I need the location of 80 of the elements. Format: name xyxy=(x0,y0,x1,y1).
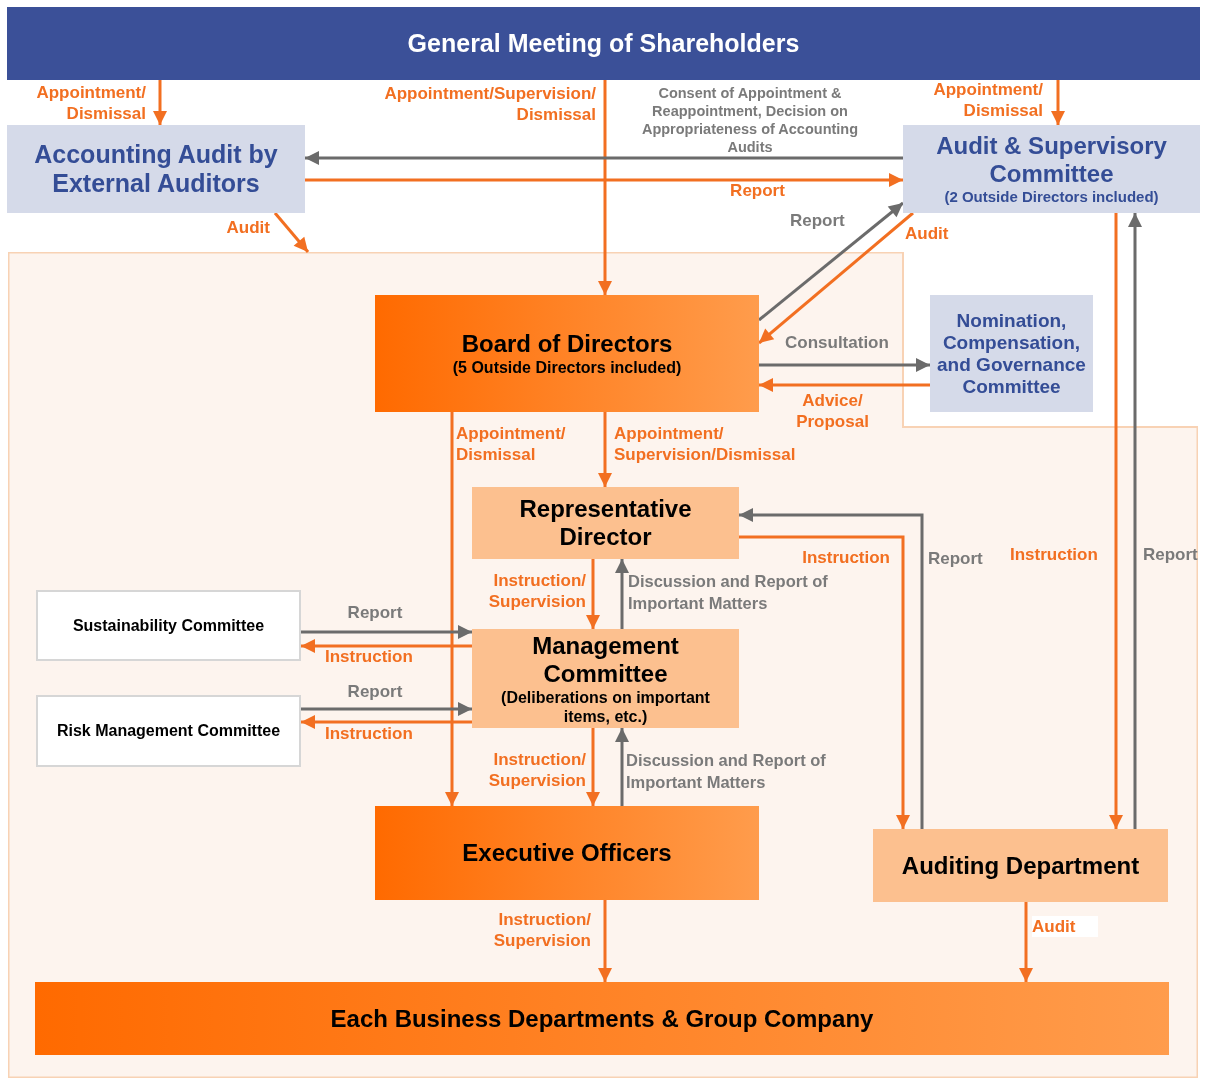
arrow xyxy=(305,151,903,165)
organization-box xyxy=(375,806,759,900)
arrow xyxy=(273,212,310,253)
box-subtitle: (2 Outside Directors included) xyxy=(943,188,1160,206)
edge-label: Appointment/ Dismissal xyxy=(932,79,1043,121)
box-title: Each Business Departments & Group Company xyxy=(329,1004,875,1033)
box-title: Accounting Audit by External Auditors xyxy=(33,140,279,198)
company-area xyxy=(8,252,1198,1078)
edge-label: Appointment/ Dismissal xyxy=(35,82,146,124)
box-title: Audit & Supervisory Committee xyxy=(935,132,1168,188)
edge-label: Instruction xyxy=(325,723,414,744)
organization-box xyxy=(35,982,1169,1055)
edge-label: Discussion and Report of Important Matters xyxy=(628,571,828,614)
edge-label: Instruction xyxy=(325,646,414,667)
arrow xyxy=(1051,80,1065,125)
arrow xyxy=(598,900,612,982)
edge-label: Instruction xyxy=(1010,544,1099,565)
box-subtitle: (5 Outside Directors included) xyxy=(451,358,683,377)
arrow xyxy=(1019,902,1033,982)
arrow xyxy=(759,378,930,392)
box-title: Executive Officers xyxy=(461,839,673,867)
box-title: Board of Directors xyxy=(460,330,674,358)
box-title: Representative Director xyxy=(518,495,693,551)
organization-box xyxy=(472,487,739,559)
arrow xyxy=(615,728,629,806)
edge-label: Appointment/ Supervision/Dismissal xyxy=(614,423,797,465)
organization-box xyxy=(472,629,739,728)
edge-label: Appointment/ Dismissal xyxy=(456,423,567,465)
committee-box xyxy=(903,125,1200,213)
box-subtitle: (Deliberations on important items, etc.) xyxy=(500,687,711,726)
edge-label: Report xyxy=(928,548,984,569)
committee-box xyxy=(36,590,301,661)
edge-label: Report xyxy=(790,210,846,231)
edge-label: Report xyxy=(346,681,404,702)
edge-label: Audit xyxy=(225,217,270,238)
arrow xyxy=(739,508,924,829)
edge-label: Instruction/ Supervision xyxy=(487,749,586,791)
arrow xyxy=(739,535,910,829)
edge-label: Discussion and Report of Important Matters xyxy=(626,750,826,793)
box-title: General Meeting of Shareholders xyxy=(406,29,801,58)
committee-box xyxy=(930,295,1093,412)
arrow xyxy=(759,358,930,372)
arrow xyxy=(1109,213,1123,829)
edge-label: Report xyxy=(346,602,404,623)
header-bar xyxy=(7,7,1200,80)
committee-box xyxy=(7,125,305,213)
arrow xyxy=(586,559,600,629)
box-title: Risk Management Committee xyxy=(55,722,282,740)
edge-label: Advice/ Proposal xyxy=(795,390,870,432)
organization-box xyxy=(873,829,1168,902)
arrow xyxy=(1128,213,1142,829)
arrow xyxy=(615,559,629,629)
edge-label: Instruction/ Supervision xyxy=(487,570,586,612)
edge-label: Report xyxy=(1143,544,1199,565)
arrow xyxy=(598,412,612,487)
box-title: Auditing Department xyxy=(900,851,1141,880)
box-title: Sustainability Committee xyxy=(71,616,266,635)
arrow xyxy=(586,728,600,806)
arrow xyxy=(758,201,904,322)
arrow xyxy=(445,412,459,806)
arrow xyxy=(301,702,472,716)
arrow xyxy=(301,639,472,653)
arrow xyxy=(598,80,612,295)
edge-label: Consultation xyxy=(785,332,890,353)
edge-label: Consent of Appointment & Reappointment, Decision on Appropriateness of Accounting Audits xyxy=(640,84,860,156)
edge-label: Report xyxy=(729,180,786,201)
edge-label: Audit xyxy=(905,223,950,244)
arrow xyxy=(758,211,914,345)
organization-box xyxy=(375,295,759,412)
committee-box xyxy=(36,695,301,767)
arrow xyxy=(301,625,472,639)
box-title: Nomination, Compensation, and Governance Committee xyxy=(936,309,1087,398)
arrow xyxy=(153,80,167,125)
edge-label: Instruction xyxy=(801,547,890,568)
edge-label: Instruction/ Supervision xyxy=(492,909,591,951)
arrow xyxy=(305,173,903,187)
edge-label: Appointment/Supervision/ Dismissal xyxy=(383,83,596,125)
edge-label: Audit xyxy=(1032,916,1098,937)
arrow xyxy=(301,715,472,729)
box-title: Management Committee xyxy=(531,631,680,688)
